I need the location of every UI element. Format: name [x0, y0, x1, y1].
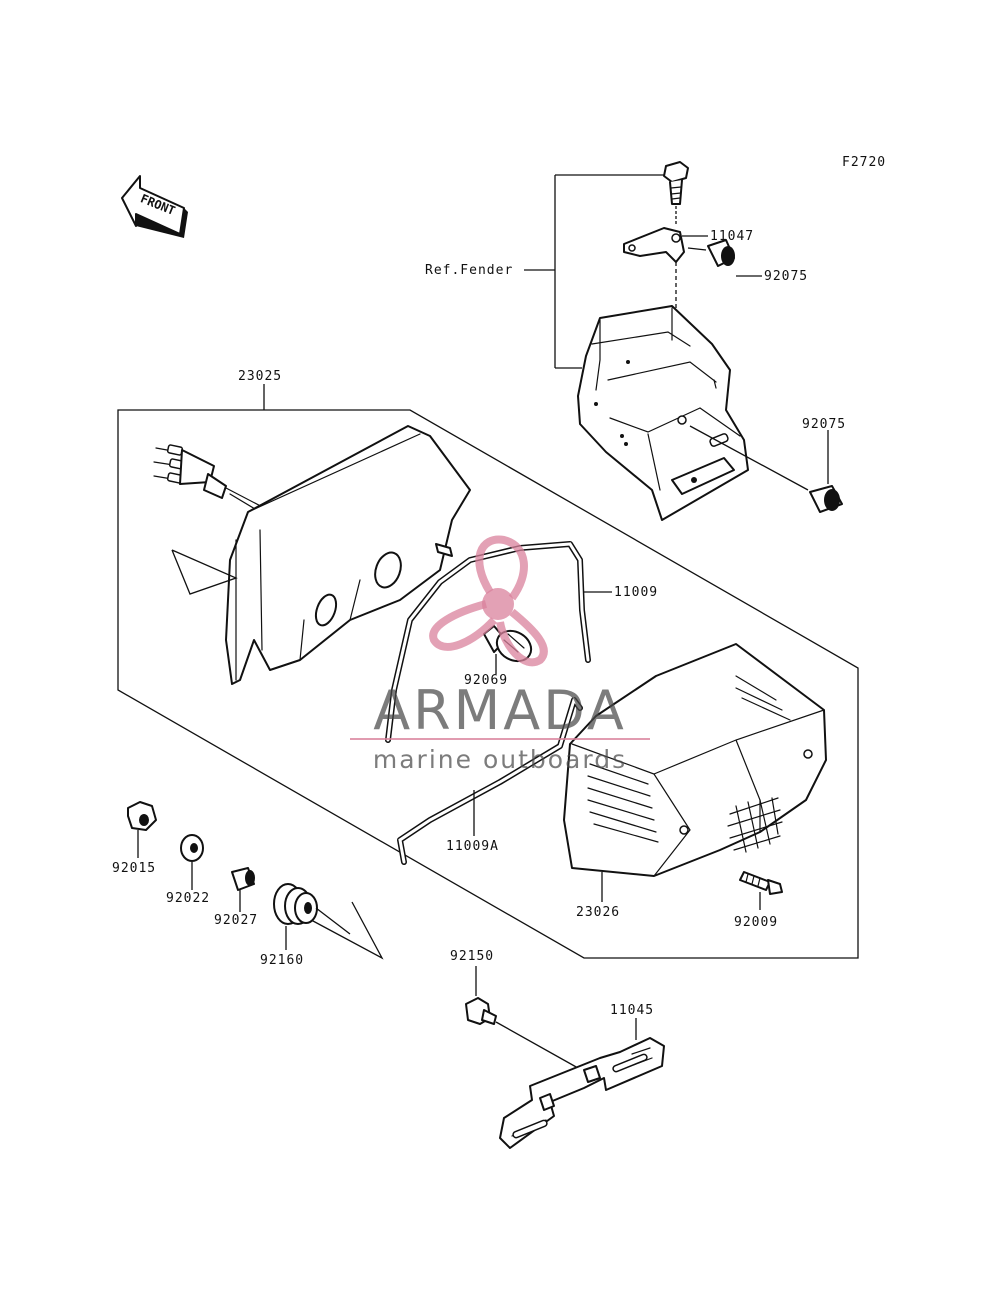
label-11009A: 11009A [446, 839, 499, 854]
label-92015: 92015 [112, 861, 156, 876]
front-arrow-icon: FRONT [121, 175, 188, 238]
watermark-brand: ARMADA [373, 679, 627, 742]
license-bracket-11045 [499, 1037, 665, 1149]
lens-grid [727, 797, 783, 853]
label-11047: 11047 [710, 229, 754, 244]
nut-92015 [127, 801, 157, 831]
label-92075-mid: 92075 [802, 417, 846, 432]
label-92069: 92069 [464, 673, 508, 688]
label-92150: 92150 [450, 949, 494, 964]
propeller-icon [429, 535, 548, 667]
label-92027: 92027 [214, 913, 258, 928]
ref-fender-bracket [524, 174, 668, 369]
grommet-92075-top [707, 239, 735, 267]
washer-92022 [180, 834, 204, 862]
label-11045: 11045 [610, 1003, 654, 1018]
guard-11009 [385, 541, 591, 743]
wiring-harness [153, 444, 273, 519]
label-92022: 92022 [166, 891, 210, 906]
ref-fender-label: Ref.Fender [425, 263, 513, 278]
label-92009: 92009 [734, 915, 778, 930]
bracket-11047 [623, 227, 685, 263]
label-23026: 23026 [576, 905, 620, 920]
watermark-logo: ARMADA marine outboards [350, 535, 650, 774]
label-92160: 92160 [260, 953, 304, 968]
label-23025: 23025 [238, 369, 282, 384]
guard-11009A [397, 696, 583, 865]
grommet-92160 [273, 883, 318, 925]
screw-92009 [739, 871, 783, 895]
watermark-tagline: marine outboards [373, 745, 627, 774]
grommet-92075-mid [809, 485, 843, 513]
mounting-housing [577, 305, 749, 521]
label-92075-top: 92075 [764, 269, 808, 284]
figure-code: F2720 [842, 155, 886, 170]
bolt-92150 [465, 997, 497, 1025]
collar-92027 [231, 867, 255, 891]
lens-23026 [563, 643, 827, 877]
tail-lamp-base [225, 425, 471, 685]
top-bolt [663, 161, 689, 205]
assembly-23025-frame [117, 409, 859, 959]
label-11009: 11009 [614, 585, 658, 600]
